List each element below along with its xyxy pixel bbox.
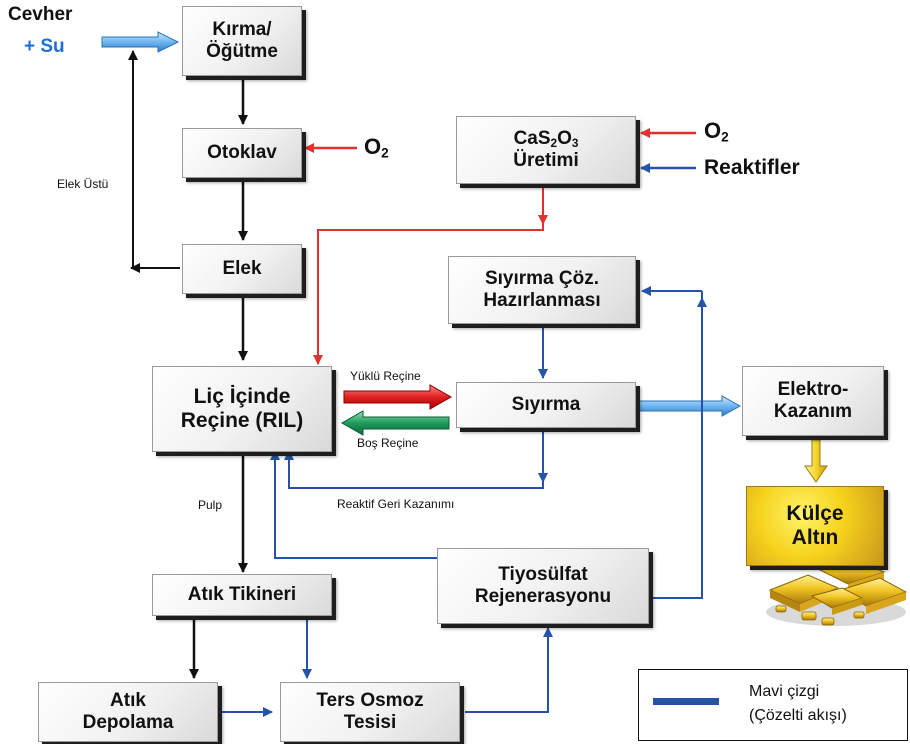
node-kirma-ogutme: Kırma/Öğütme [182, 6, 302, 76]
su-label: + Su [24, 36, 65, 57]
elek-ustu-recycle [132, 55, 180, 269]
bos-recine-label: Boş Reçine [357, 436, 419, 450]
pulp-label: Pulp [198, 498, 223, 512]
cevher-feed-arrow [101, 31, 180, 53]
node-siyirma-coz: Sıyırma Çöz.Hazırlanması [448, 256, 636, 324]
yuklu-recine-arrow [343, 384, 453, 410]
tiyosulfat-to-return [652, 406, 703, 599]
node-atik-tikineri: Atık Tikineri [152, 574, 332, 616]
reaktifler-label: Reaktifler [704, 156, 800, 179]
cas-to-ril [317, 186, 544, 362]
yuklu-recine-label: Yüklü Reçine [350, 369, 421, 383]
cevher-label: Cevher [8, 4, 73, 25]
node-elek: Elek [182, 244, 302, 294]
tiyosulfat-to-ril [274, 452, 437, 559]
gold-bars-illustration [766, 559, 908, 626]
node-elektro-kazanim: Elektro-Kazanım [742, 366, 884, 436]
reaktif-geri-label: Reaktif Geri Kazanımı [337, 497, 455, 511]
siyirma-to-elektro-arrow [637, 395, 742, 417]
o2-cas-label: O2 [704, 118, 729, 145]
legend-text: Mavi çizgi (Çözelti akışı) [749, 683, 847, 724]
elektro-to-kulce-arrow [804, 439, 828, 483]
bos-recine-arrow [340, 410, 450, 436]
node-cas2o3-uretimi: CaS2O3 Üretimi [456, 116, 636, 184]
o2-otoklav-label: O2 [364, 134, 389, 161]
ters-osmoz-to-tiyosulfat [465, 632, 549, 713]
legend: Mavi çizgi (Çözelti akışı) [638, 669, 908, 741]
legend-blue-line-swatch [653, 698, 719, 705]
elek-ustu-label: Elek Üstü [57, 177, 109, 191]
node-siyirma: Sıyırma [456, 382, 636, 428]
node-otoklav: Otoklav [182, 128, 302, 178]
